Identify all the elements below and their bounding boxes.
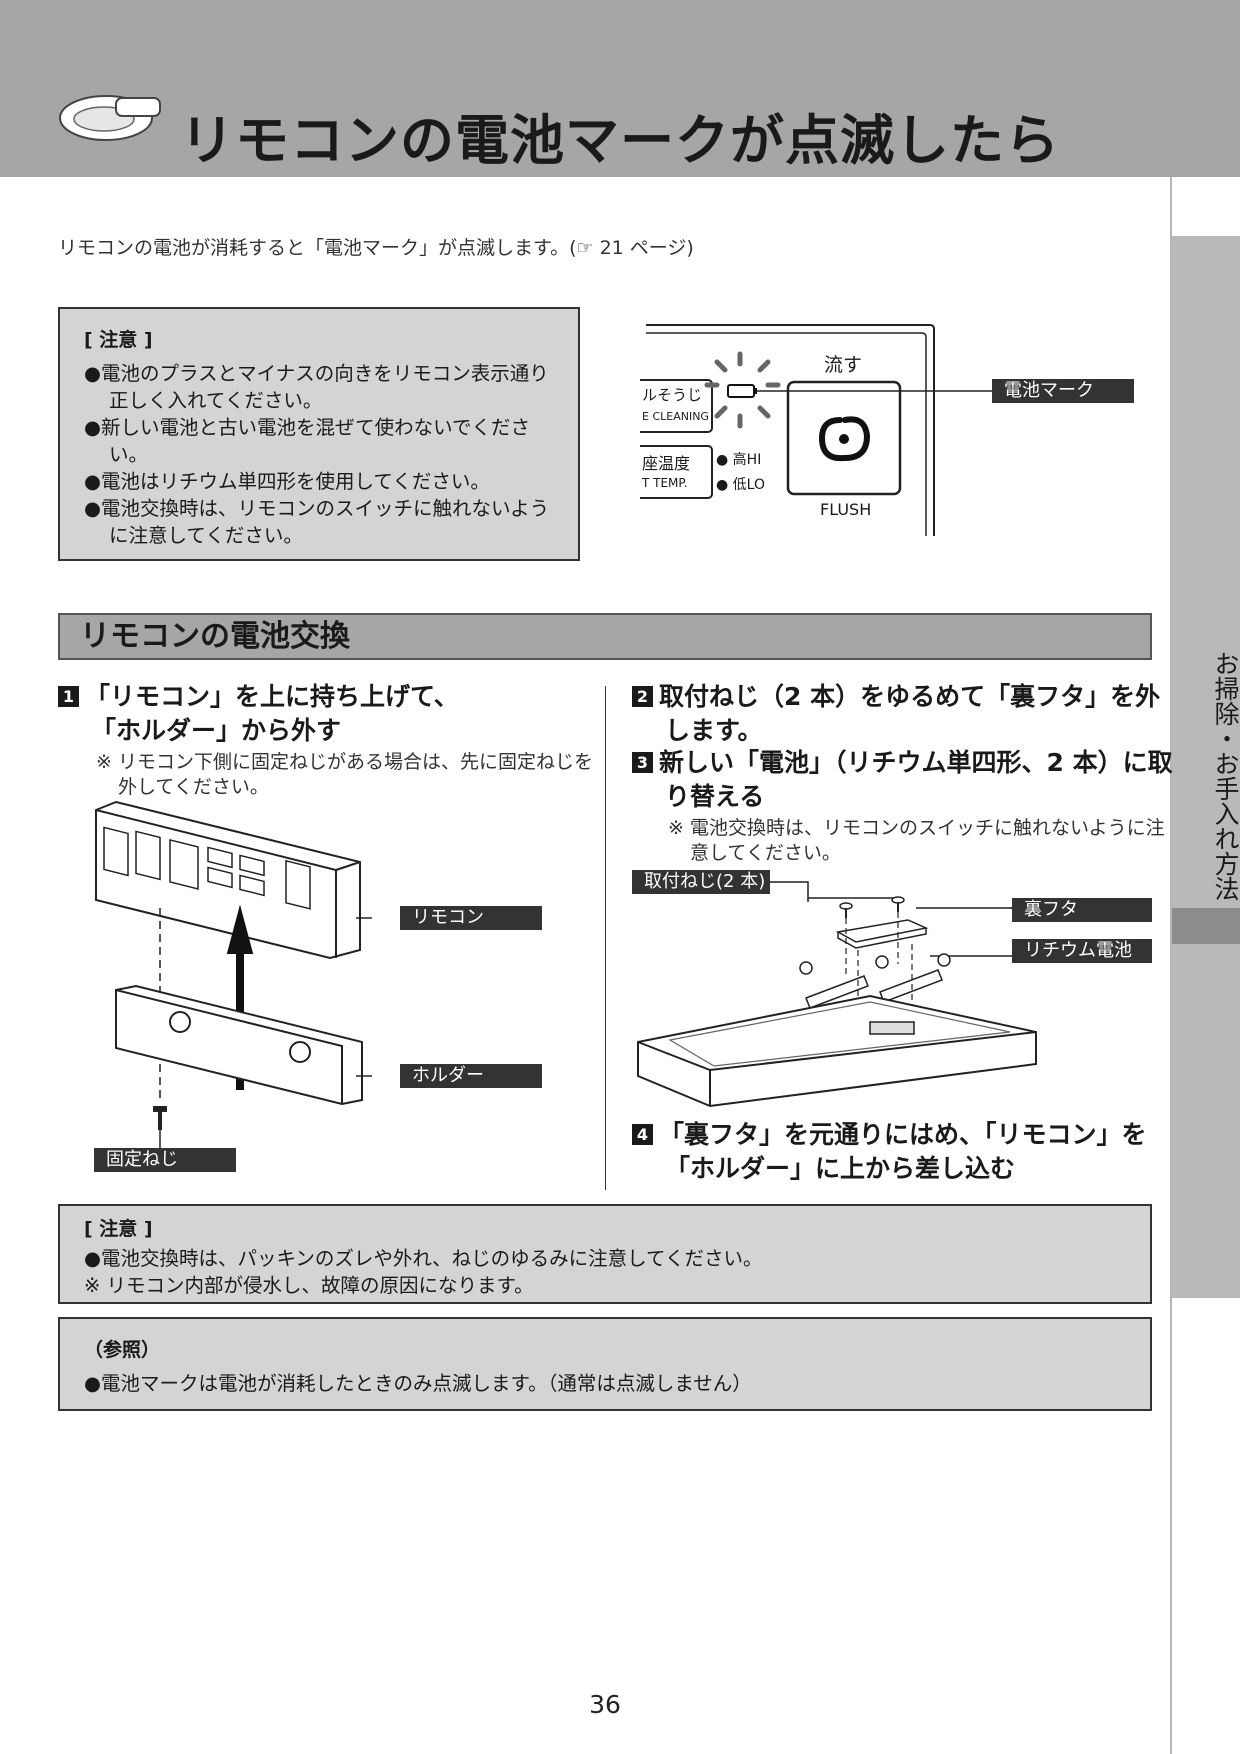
step-number: 4	[632, 1124, 653, 1145]
flush-label-jp: 流す	[824, 354, 863, 376]
page-title: リモコンの電池マークが点滅したら	[180, 109, 1060, 172]
step-1: 1 「リモコン」を上に持ち上げて、 「ホルダー」から外す	[58, 680, 598, 748]
caution-line: ●電池交換時は、パッキンのズレや外れ、ねじのゆるみに注意してください。	[84, 1247, 763, 1270]
side-tab-label: お掃除・お手入れ方法	[1211, 651, 1240, 901]
remote-panel-illustration	[640, 324, 992, 536]
hi-indicator: ● 高HI	[716, 452, 762, 468]
battery-mark-icon	[704, 351, 781, 429]
step-2: 2 取付ねじ（2 本）をゆるめて「裏フタ」を外します。	[632, 680, 1185, 748]
step-number: 3	[632, 752, 653, 773]
side-divider	[1170, 177, 1172, 1754]
step-4: 4 「裏フタ」を元通りにはめ、「リモコン」を「ホルダー」に上から差し込む	[632, 1118, 1185, 1186]
battery-replacement-illustration	[637, 881, 1037, 1108]
back-cover-label: 裏フタ	[1012, 898, 1152, 922]
page-number: 36	[589, 1690, 621, 1719]
caution-box-2: [ 注意 ] ●電池交換時は、パッキンのズレや外れ、ねじのゆるみに注意してくださ…	[58, 1204, 1152, 1304]
temp-label-jp: 座温度	[642, 454, 691, 473]
caution-line: ※ リモコン内部が侵水し、故障の原因になります。	[84, 1274, 534, 1297]
caution-heading: [ 注意 ]	[84, 1218, 153, 1240]
step-1-line2: 「ホルダー」から外す	[91, 716, 342, 745]
side-tab-marker	[1172, 908, 1240, 944]
step-1-line1: 「リモコン」を上に持ち上げて、	[85, 682, 459, 711]
reference-box: （参照） ●電池マークは電池が消耗したときのみ点滅します。（通常は点滅しません）	[58, 1317, 1152, 1411]
caution-item: ●電池はリチウム単四形を使用してください。	[84, 470, 490, 493]
mount-screw-label: 取付ねじ(2 本)	[632, 870, 770, 894]
step-4-text: 「裏フタ」を元通りにはめ、「リモコン」を「ホルダー」に上から差し込む	[659, 1120, 1147, 1183]
reference-line: ●電池マークは電池が消耗したときのみ点滅します。（通常は点滅しません）	[84, 1372, 752, 1395]
clean-label-en: E CLEANING	[642, 410, 709, 423]
caution-item: ●電池のプラスとマイナスの向きをリモコン表示通り正しく入れてください。	[84, 362, 549, 412]
step-2-text: 取付ねじ（2 本）をゆるめて「裏フタ」を外します。	[659, 682, 1161, 745]
lithium-battery-label: リチウム電池	[1012, 939, 1152, 963]
caution-item: ●電池交換時は、リモコンのスイッチに触れないように注意してください。	[84, 497, 550, 547]
remote-holder-illustration	[95, 800, 372, 1152]
fix-screw-label: 固定ねじ	[94, 1148, 236, 1172]
step-3-text: 新しい「電池」（リチウム単四形、2 本）に取り替える	[659, 748, 1173, 811]
intro-text: リモコンの電池が消耗すると「電池マーク」が点滅します。(☞ 21 ページ)	[58, 237, 694, 259]
toilet-seat-icon	[59, 95, 161, 141]
reference-heading: （参照）	[84, 1339, 161, 1361]
fixing-screw-icon	[153, 1106, 167, 1130]
step-number: 1	[58, 686, 79, 707]
step-3-note: ※ 電池交換時は、リモコンのスイッチに触れないように注意してください。	[668, 817, 1165, 864]
mount-screw-icon	[839, 896, 905, 918]
lo-indicator: ● 低LO	[716, 477, 765, 493]
section-heading: リモコンの電池交換	[58, 613, 1152, 660]
flush-label-en: FLUSH	[820, 500, 872, 519]
caution-heading: [ 注意 ]	[84, 329, 153, 351]
temp-label-en: T TEMP.	[642, 476, 688, 490]
remocon-label: リモコン	[400, 906, 542, 930]
caution-item: ●新しい電池と古い電池を混ぜて使わないでください。	[84, 416, 531, 466]
side-tab	[1172, 236, 1240, 1298]
step-1-note: ※ リモコン下側に固定ねじがある場合は、先に固定ねじを外してください。	[96, 751, 593, 798]
battery-mark-label: 電池マーク	[992, 379, 1134, 403]
holder-label: ホルダー	[400, 1064, 542, 1088]
page-header	[0, 0, 1240, 177]
step-number: 2	[632, 686, 653, 707]
column-divider	[605, 686, 606, 1190]
caution-box: [ 注意 ] ●電池のプラスとマイナスの向きをリモコン表示通り正しく入れてくださ…	[58, 307, 580, 561]
clean-label-jp: ルそうじ	[642, 386, 703, 404]
flush-swirl-icon	[818, 416, 871, 462]
step-3: 3 新しい「電池」（リチウム単四形、2 本）に取り替える	[632, 746, 1185, 814]
